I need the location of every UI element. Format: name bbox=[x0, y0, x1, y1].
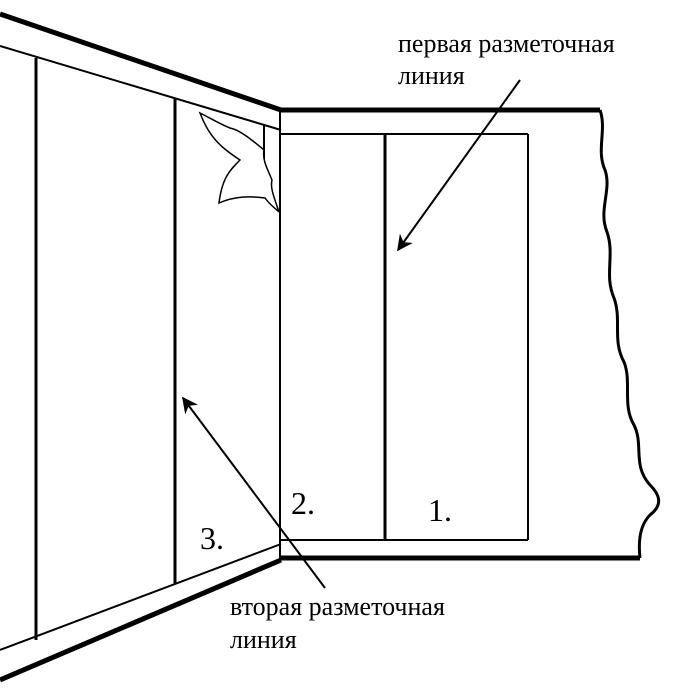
second-line-annotation: вторая разметочная линия bbox=[230, 592, 445, 654]
second-line-label-line1: вторая разметочная bbox=[230, 592, 445, 621]
first-line-label-line2: линия bbox=[398, 61, 465, 90]
right-wall bbox=[281, 107, 661, 561]
left-wall-top-edge bbox=[0, 11, 282, 113]
left-wall-top-inner-edge bbox=[0, 45, 282, 131]
strip-3-number: 3. bbox=[200, 520, 224, 556]
left-wall-bottom-edge bbox=[0, 557, 282, 683]
right-wall-torn-edge bbox=[598, 109, 661, 559]
strip-1-number: 1. bbox=[428, 492, 452, 528]
second-line-arrow bbox=[182, 396, 326, 589]
second-line-label-line2: линия bbox=[230, 625, 297, 654]
strip-2-number: 2. bbox=[291, 485, 315, 521]
first-line-label-line1: первая разметочная bbox=[398, 29, 615, 58]
peeling-wallpaper-corner bbox=[198, 111, 280, 213]
left-wall-bottom-inner-edge bbox=[0, 543, 282, 651]
left-wall bbox=[0, 11, 282, 683]
first-line-arrow bbox=[397, 79, 521, 252]
first-line-annotation: первая разметочная линия bbox=[398, 29, 615, 90]
